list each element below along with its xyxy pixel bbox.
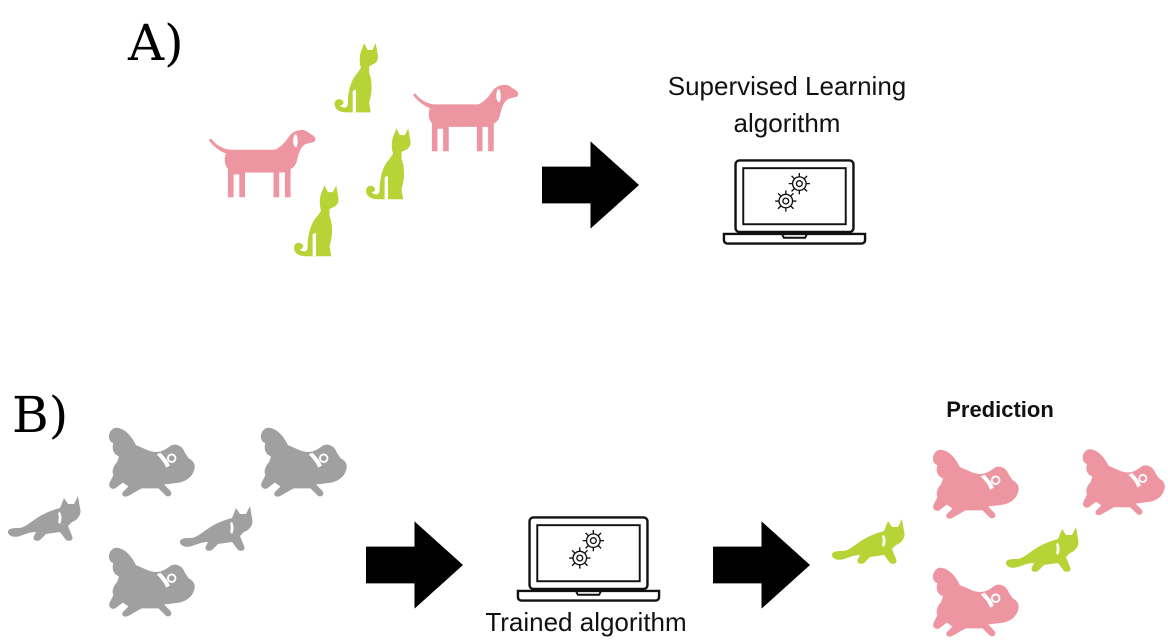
panel-b-label: B) [12,386,69,444]
algorithm-caption: Supervised Learning algorithm [637,70,937,139]
dog-icon [1078,444,1168,520]
right-arrow-icon [713,518,810,612]
cat-icon [1004,524,1084,576]
dog-icon [104,424,198,500]
trained-algorithm-caption: Trained algorithm [485,607,687,637]
right-arrow-icon [542,138,639,232]
caption-line-1: Supervised Learning [667,71,907,101]
caption-line-2: algorithm [733,107,841,138]
right-arrow-icon [366,518,463,612]
dog-icon [256,424,350,500]
cat-icon [178,504,258,554]
cat-icon [6,494,86,544]
dog-icon [104,544,198,620]
cat-icon [328,40,384,114]
laptop-gears-icon [516,514,661,604]
laptop-gears-icon [722,158,867,246]
dog-icon [410,80,525,155]
cat-icon [830,516,910,568]
cat-icon [288,182,344,258]
dog-icon [928,446,1022,522]
prediction-caption: Prediction [946,397,1054,422]
panel-a-label: A) [128,14,184,72]
cat-icon [360,125,416,201]
